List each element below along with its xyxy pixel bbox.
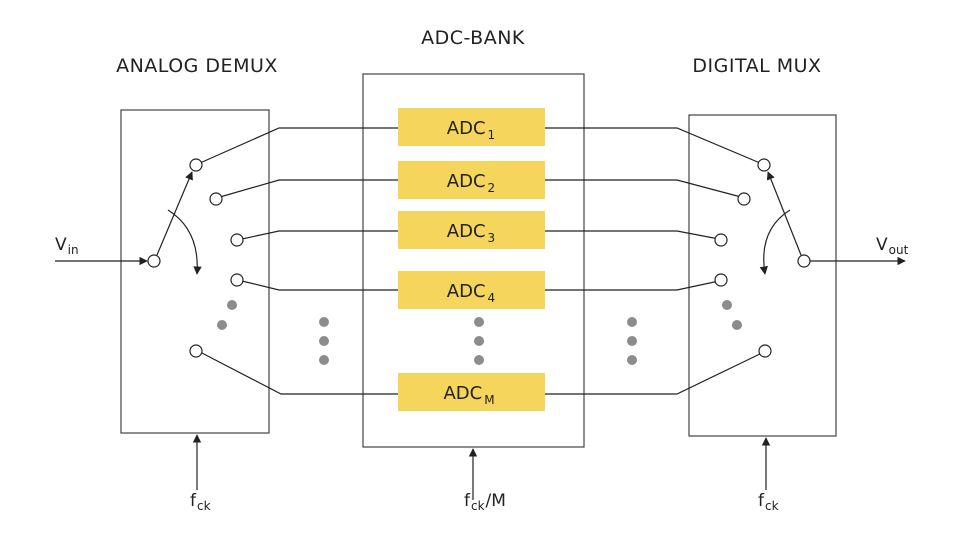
output-label: Vout — [876, 235, 909, 257]
adc-ellipsis — [474, 317, 484, 365]
wire-left-2 — [219, 179, 398, 198]
mux-box — [688, 114, 837, 437]
wire-right-4 — [545, 280, 720, 291]
input-label: Vin — [55, 235, 79, 257]
bank-clock-label: fck/M — [464, 491, 506, 513]
mux-terminal-3 — [714, 233, 728, 247]
demux-terminal-3 — [230, 233, 244, 247]
demux-terminal-4 — [230, 273, 244, 287]
wire-ellipsis-left — [319, 317, 329, 365]
demux-rotation-arrow — [167, 209, 202, 275]
mux-terminal-1 — [757, 158, 771, 172]
adc-m-box — [398, 373, 545, 411]
demux-terminal-1 — [189, 158, 203, 172]
mux-terminals — [714, 158, 811, 358]
mux-rotation-arrow — [759, 209, 791, 275]
demux-box — [120, 109, 270, 434]
wire-left-1 — [199, 127, 398, 164]
mux-terminal-m — [758, 344, 772, 358]
wire-ellipsis-right — [627, 317, 637, 365]
wire-right-3 — [545, 230, 720, 240]
demux-terminal-m — [189, 344, 203, 358]
wire-right-2 — [545, 179, 742, 198]
adc-3-box — [398, 211, 545, 249]
demux-wires — [199, 127, 398, 395]
demux-pivot — [147, 254, 161, 268]
adc-2-box — [398, 161, 545, 199]
adc-4-box — [398, 271, 545, 309]
demux-terminal-2 — [209, 192, 223, 206]
demux-title: ANALOG DEMUX — [116, 55, 278, 77]
demux-terminals — [147, 158, 244, 358]
demux-clock-label: fck — [190, 491, 211, 513]
adc-1-box — [398, 108, 545, 146]
mux-terminal-2 — [737, 192, 751, 206]
wire-left-3 — [241, 230, 398, 240]
mux-pivot — [797, 254, 811, 268]
wire-right-1 — [545, 127, 761, 164]
mux-wires — [545, 127, 765, 395]
mux-clock-label: fck — [758, 491, 779, 513]
wire-right-m — [545, 351, 765, 395]
mux-title: DIGITAL MUX — [692, 55, 821, 77]
bank-title: ADC-BANK — [421, 27, 525, 49]
demux-ellipsis-dots — [217, 300, 237, 330]
demux-rotor-arrow — [156, 171, 193, 256]
wire-left-m — [199, 351, 398, 395]
wire-left-4 — [241, 280, 398, 291]
mux-ellipsis-dots — [722, 300, 742, 330]
mux-terminal-4 — [714, 273, 728, 287]
adc-bank-box — [362, 73, 585, 448]
